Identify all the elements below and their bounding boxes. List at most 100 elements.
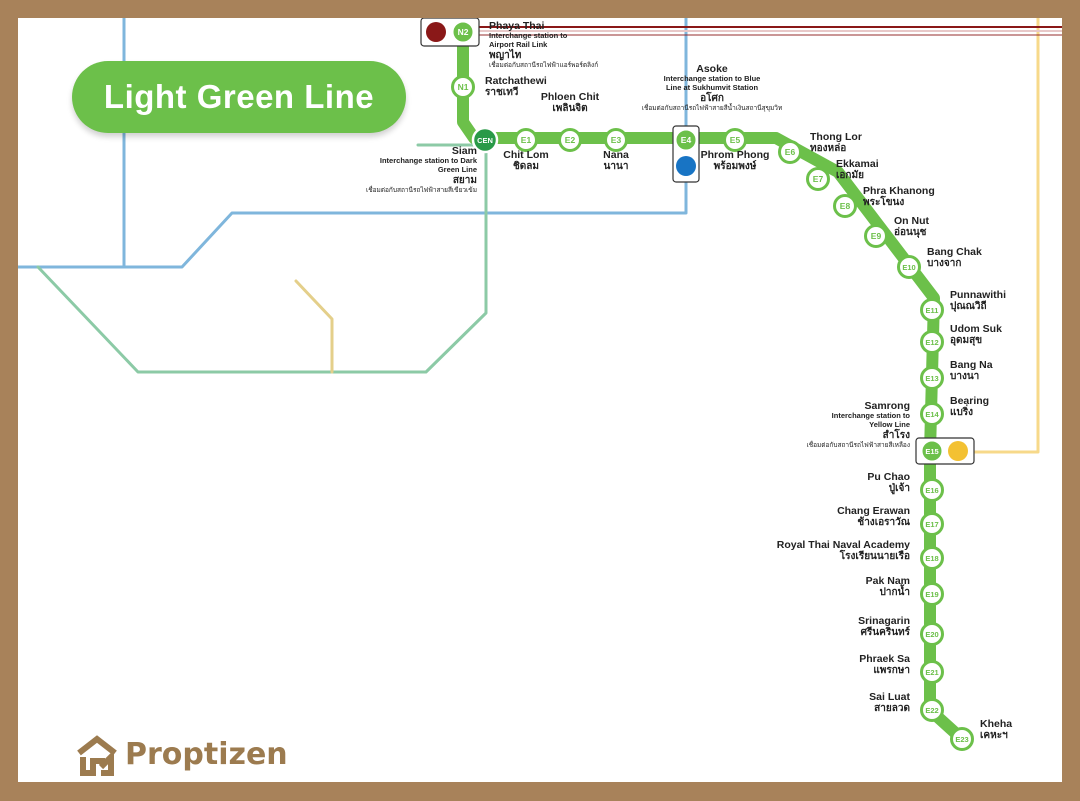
station-name-en: Phaya Thai — [489, 20, 545, 32]
house-logo-icon — [77, 735, 117, 776]
station-marker — [920, 298, 944, 322]
station-name-en: Phra Khanong — [863, 185, 935, 197]
station-name-th: อ่อนนุช — [894, 226, 927, 238]
station-note: Interchange station to Dark — [380, 156, 478, 165]
station-code: E6 — [785, 147, 796, 157]
station-name-th: พระโขนง — [863, 195, 904, 208]
station-name-th: อุดมสุข — [950, 335, 982, 346]
station-code: E14 — [925, 410, 939, 419]
gold-line-route — [294, 279, 334, 374]
station-name-th: ช้างเอราวัณ — [857, 516, 910, 528]
station-code: N2 — [458, 27, 469, 37]
station-name-th: สำโรง — [883, 428, 910, 441]
station-marker — [920, 582, 944, 606]
station-note: Airport Rail Link — [489, 40, 548, 49]
station-marker — [778, 140, 802, 164]
station-code: E19 — [925, 590, 938, 599]
station-note-th: เชื่อมต่อกับสถานีรถไฟฟ้าแอร์พอร์ตลิงก์ — [489, 60, 598, 69]
station-name-th: ชิดลม — [513, 160, 539, 172]
station-name-en: Srinagarin — [858, 615, 910, 627]
station-code: E20 — [925, 630, 938, 639]
station-name-th: โรงเรียนนายเรือ — [839, 549, 910, 562]
station-code: E3 — [611, 135, 622, 145]
station-marker — [833, 194, 857, 218]
station-marker — [920, 660, 944, 684]
station-name-th: บางนา — [950, 371, 979, 382]
station-name-th: บางจาก — [927, 258, 961, 269]
station-marker — [920, 366, 944, 390]
station-note: Interchange station to — [489, 31, 568, 40]
station-note-th: เชื่อมต่อกับสถานีรถไฟฟ้าสายสีเหลือง — [806, 440, 910, 449]
station-code: E10 — [902, 263, 915, 272]
station-name-th: ราชเทวี — [485, 86, 519, 98]
station-name-en: On Nut — [894, 215, 929, 227]
station-note: Line at Sukhumvit Station — [666, 83, 759, 92]
station-marker — [864, 224, 888, 248]
station-name-en: Phraek Sa — [859, 653, 910, 665]
station-name-en: Ekkamai — [836, 158, 879, 170]
station-name-th: ปู่เจ้า — [889, 482, 910, 495]
page-title: Light Green Line — [103, 78, 375, 115]
station-note: Interchange station to Blue — [664, 74, 761, 83]
station-name-th: ปุณณวิถี — [950, 300, 987, 312]
station-name-en: Ratchathewi — [485, 75, 547, 87]
station-marker — [723, 128, 747, 152]
brand-logo: Proptizen — [75, 733, 288, 781]
station-marker — [920, 512, 944, 536]
station-name-en: Thong Lor — [810, 131, 862, 143]
station-code: E21 — [925, 668, 938, 677]
station-name-th: ศรีนครินทร์ — [861, 626, 911, 638]
station-code: E15 — [925, 447, 938, 456]
station-name-th: เพลินจิต — [552, 102, 587, 114]
station-name-th: แบริ่ง — [950, 404, 973, 418]
station-marker — [920, 402, 944, 426]
station-marker — [920, 478, 944, 502]
station-name-en: Phrom Phong — [701, 149, 770, 161]
station-code: E4 — [681, 135, 692, 145]
station-marker — [451, 75, 475, 99]
station-name-th: สยาม — [453, 175, 477, 186]
station-name-en: Siam — [452, 145, 477, 157]
station-note-th: เชื่อมต่อกับสถานีรถไฟฟ้าสายสีน้ำเงินสถาน… — [642, 103, 783, 112]
station-code: E11 — [926, 306, 939, 315]
station-name-th: ปากน้ำ — [880, 584, 910, 598]
station-marker — [604, 128, 628, 152]
station-code: N1 — [458, 82, 469, 92]
station-code: E18 — [925, 554, 938, 563]
station-name-en: Asoke — [696, 63, 728, 75]
station-name-en: Udom Suk — [950, 323, 1002, 335]
station-marker — [514, 128, 538, 152]
station-name-th: พญาไท — [489, 48, 522, 61]
station-marker — [920, 546, 944, 570]
yellow-line-dot — [948, 441, 968, 461]
station-name-th: อโศก — [700, 91, 724, 104]
station-name-th: เอกมัย — [836, 169, 864, 181]
station-code: E8 — [840, 201, 851, 211]
yellow-line-route — [970, 18, 1040, 454]
station-name-en: Phloen Chit — [541, 91, 600, 103]
station-name-th: นานา — [604, 161, 629, 172]
station-marker — [920, 698, 944, 722]
station-code: E5 — [730, 135, 741, 145]
station-name-en: Sai Luat — [869, 691, 910, 703]
station-code: E13 — [925, 374, 938, 383]
station-name-en: Chit Lom — [503, 149, 549, 161]
blue-line-dot — [676, 156, 696, 176]
